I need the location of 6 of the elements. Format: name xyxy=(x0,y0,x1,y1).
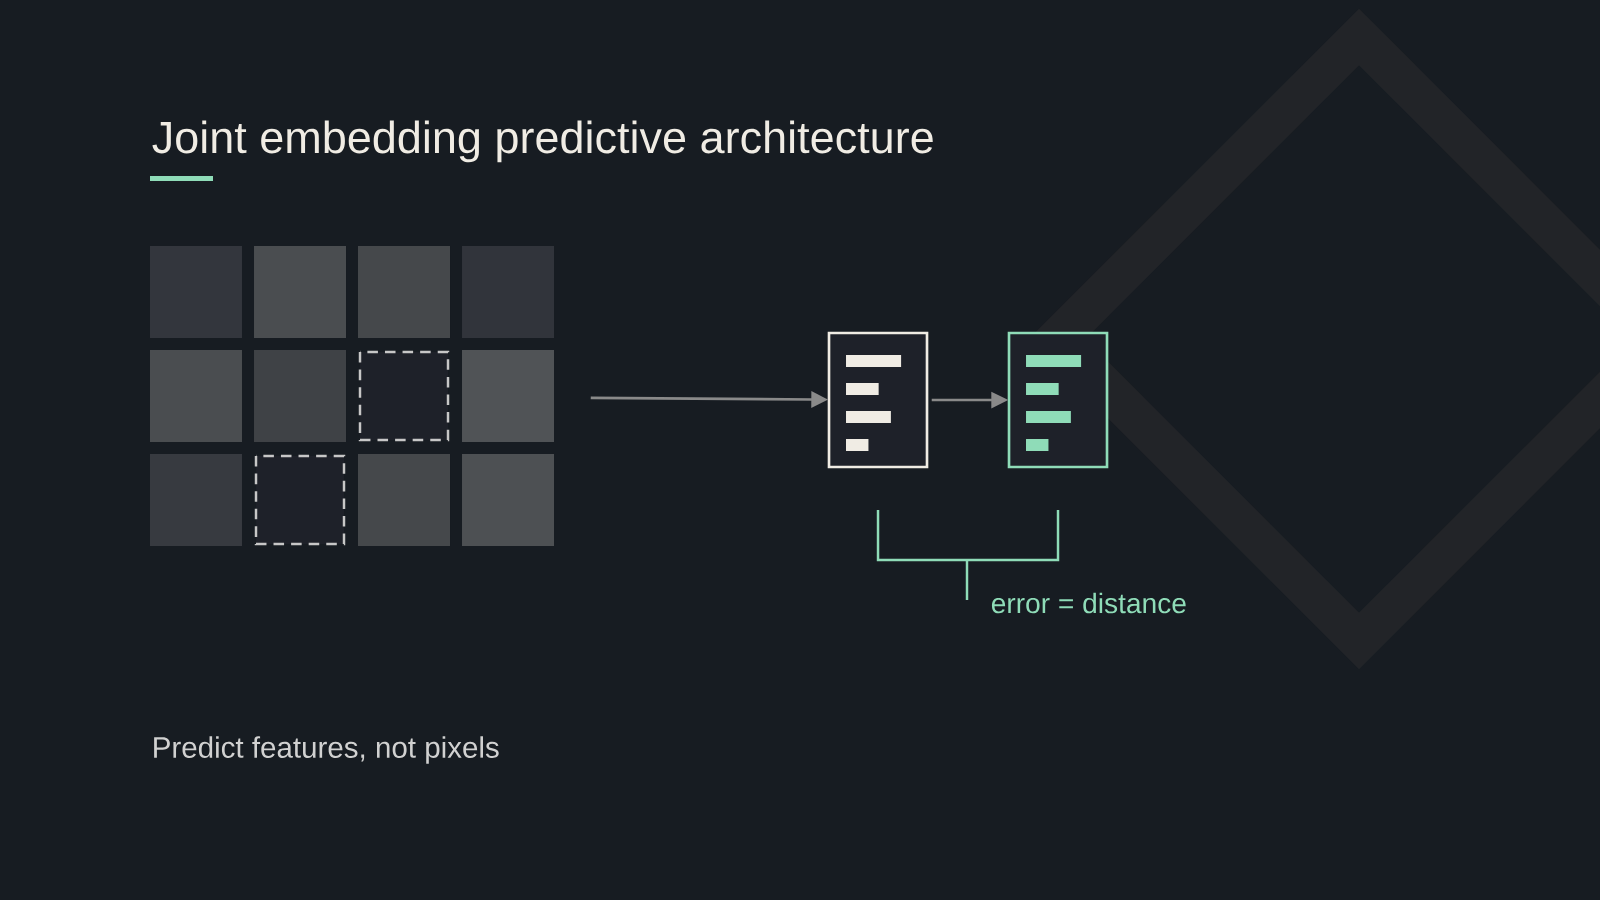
error-label: error = distance xyxy=(991,592,1186,614)
feature-box xyxy=(1007,331,1109,469)
slide-title: Joint embedding predictive architecture xyxy=(152,120,933,163)
image-grid-drawing xyxy=(150,246,554,546)
caption: Predict features, not pixels xyxy=(154,736,499,764)
feature-box xyxy=(827,331,929,469)
